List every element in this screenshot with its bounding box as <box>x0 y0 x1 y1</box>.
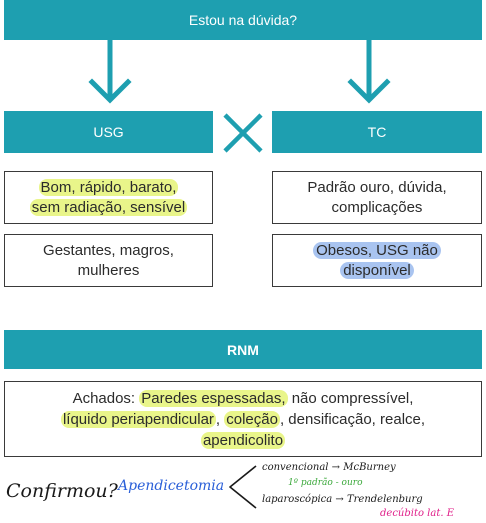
header-banner: Estou na dúvida? <box>4 0 482 40</box>
findings-text-2: , <box>215 410 225 428</box>
usg-advantages-line2: sem radiação, sensível <box>29 198 188 216</box>
usg-indications-box: Gestantes, magros, mulheres <box>4 234 213 287</box>
usg-advantages-box: Bom, rápido, barato, sem radiação, sensí… <box>4 171 213 224</box>
findings-text-3: , densificação, realce, <box>279 410 426 428</box>
handwritten-branch-bottom-2: decúbito lat. E <box>380 508 455 519</box>
usg-advantages-line1: Bom, rápido, barato, <box>38 179 179 196</box>
usg-indications-line1: Gestantes, magros, <box>43 242 174 259</box>
handwritten-branch-mid: 1º padrão - ouro <box>288 478 363 488</box>
usg-banner: USG <box>4 111 213 153</box>
findings-highlight-fluid: líquido periapendicular <box>60 410 216 428</box>
branch-bracket-icon <box>229 465 257 509</box>
tc-advantages-box: Padrão ouro, dúvida, complicações <box>272 171 482 224</box>
header-title: Estou na dúvida? <box>188 12 298 28</box>
tc-advantages-line1: Padrão ouro, dúvida, <box>307 179 447 196</box>
findings-prefix: Achados: <box>72 389 140 407</box>
findings-text-1: não compressível, <box>287 389 414 407</box>
arrow-down-icon <box>347 40 391 104</box>
tc-title: TC <box>367 124 387 140</box>
findings-highlight-appendicolith: apendicolito <box>200 431 286 449</box>
usg-title: USG <box>93 124 124 140</box>
handwritten-question: Confirmou? <box>6 480 118 502</box>
handwritten-branch-top: convencional → McBurney <box>262 462 396 473</box>
handwritten-procedure: Apendicetomia <box>118 478 225 494</box>
versus-x-icon <box>223 113 263 153</box>
rnm-findings-box: Achados: Paredes espessadas, não compres… <box>4 381 482 457</box>
tc-banner: TC <box>272 111 482 153</box>
findings-highlight-collection: coleção <box>224 410 280 428</box>
rnm-title: RNM <box>227 341 259 358</box>
arrow-down-icon <box>88 40 132 104</box>
tc-indications-line2: disponível <box>340 261 414 279</box>
rnm-banner: RNM <box>4 330 482 369</box>
tc-advantages-line2: complicações <box>331 198 423 216</box>
usg-indications-line2: mulheres <box>77 261 140 279</box>
tc-indications-box: Obesos, USG não disponível <box>272 234 482 287</box>
tc-indications-line1: Obesos, USG não <box>313 242 441 259</box>
handwritten-branch-bottom: laparoscópica → Trendelenburg <box>262 494 423 505</box>
findings-highlight-walls: Paredes espessadas, <box>139 389 288 407</box>
